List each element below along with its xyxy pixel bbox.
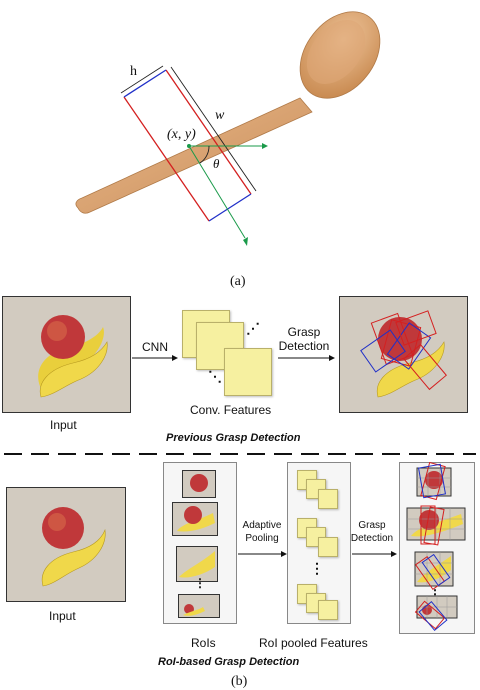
input-image-top — [2, 296, 131, 413]
roi-grasp-detection-title: RoI-based Grasp Detection — [158, 656, 300, 668]
ellipsis-dots: ⋮ — [194, 576, 206, 590]
roi-thumbnail — [178, 594, 220, 618]
ellipsis-dots: ⋰ — [246, 320, 260, 336]
caption-a: (a) — [230, 274, 246, 289]
apple-banana-photo — [7, 488, 125, 601]
section-divider — [4, 453, 476, 455]
grasp-rect-blue-side — [123, 69, 167, 98]
roi-thumbnail — [176, 546, 218, 582]
ellipsis-dots: ⋱ — [208, 368, 222, 384]
grasp-detection-arrow-bottom — [352, 551, 397, 557]
pooled-feature-map — [318, 489, 338, 509]
grasp-rect-red-side — [165, 69, 252, 195]
output-image-top — [339, 296, 468, 413]
roi-pooled-features-label: RoI pooled Features — [259, 636, 368, 650]
apple-banana-photo — [3, 297, 130, 412]
rois-label: RoIs — [191, 636, 216, 650]
roi-grasp-outputs: ⋮ — [406, 462, 466, 632]
label-w: w — [215, 108, 225, 123]
pooled-feature-map — [318, 600, 338, 620]
roi-thumbnail — [182, 470, 216, 498]
roi-thumbnail — [172, 502, 218, 536]
angle-axis-arrow — [188, 145, 246, 239]
input-label-bottom: Input — [49, 609, 76, 623]
adaptive-pooling-arrow — [238, 551, 287, 557]
pooled-feature-map — [318, 537, 338, 557]
input-label-top: Input — [50, 418, 77, 432]
label-theta: θ — [213, 156, 220, 171]
grasp-rectangle-diagram — [75, 11, 381, 246]
grasp-rect-red-side — [123, 96, 210, 222]
cnn-label: CNN — [142, 340, 168, 354]
input-image-bottom — [6, 487, 126, 602]
label-h: h — [130, 64, 137, 79]
grasp-detection-arrow — [278, 355, 335, 361]
caption-b: (b) — [231, 674, 248, 689]
label-center-xy: (x, y) — [167, 127, 196, 142]
previous-grasp-detection-title: Previous Grasp Detection — [166, 432, 301, 444]
spoon-handle — [75, 97, 313, 214]
cnn-arrow — [132, 355, 178, 361]
conv-feature-map — [224, 348, 272, 396]
conv-features-label: Conv. Features — [190, 403, 272, 417]
grasp-output-photo — [340, 297, 467, 412]
grasp-rect-blue-side — [208, 193, 252, 222]
ellipsis-dots: ⋮ — [310, 560, 324, 576]
